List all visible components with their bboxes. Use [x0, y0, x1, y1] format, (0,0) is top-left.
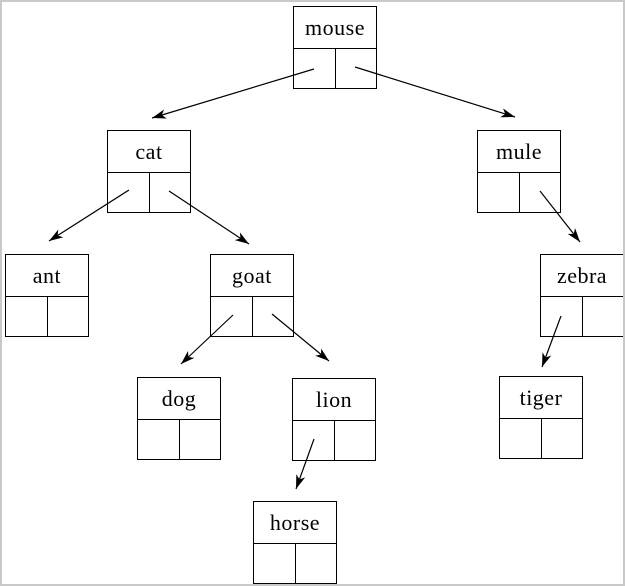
edge-mouse-left-to-cat [151, 68, 315, 119]
node-mouse-left-pointer-cell [294, 49, 336, 89]
node-zebra-right-pointer-cell [583, 297, 624, 337]
node-cat-label: cat [108, 131, 190, 173]
node-zebra-left-pointer-cell [541, 297, 583, 337]
node-mule-left-pointer-cell [478, 173, 520, 213]
node-mule: mule [477, 130, 561, 213]
node-cat-left-pointer-cell [108, 173, 150, 213]
node-mule-label: mule [478, 131, 560, 173]
node-goat: goat [210, 254, 294, 337]
node-ant-left-pointer-cell [6, 297, 48, 337]
node-horse-left-pointer-cell [254, 544, 296, 584]
node-tiger-right-pointer-cell [542, 419, 583, 459]
node-lion-label: lion [293, 379, 375, 421]
node-zebra: zebra [540, 254, 623, 337]
node-dog-left-pointer-cell [138, 420, 180, 460]
node-dog-pointers [138, 420, 220, 460]
node-goat-right-pointer-cell [253, 297, 294, 337]
node-dog-right-pointer-cell [180, 420, 221, 460]
node-horse-pointers [254, 544, 336, 584]
node-tiger: tiger [499, 376, 583, 459]
node-cat-right-pointer-cell [150, 173, 191, 213]
node-zebra-pointers [541, 297, 623, 337]
node-mouse: mouse [293, 6, 377, 89]
node-goat-pointers [211, 297, 293, 337]
node-mouse-right-pointer-cell [336, 49, 377, 89]
node-lion: lion [292, 378, 376, 461]
node-ant-pointers [6, 297, 88, 337]
node-ant: ant [5, 254, 89, 337]
node-horse-right-pointer-cell [296, 544, 337, 584]
node-goat-label: goat [211, 255, 293, 297]
node-ant-label: ant [6, 255, 88, 297]
node-dog-label: dog [138, 378, 220, 420]
node-ant-right-pointer-cell [48, 297, 89, 337]
node-mule-pointers [478, 173, 560, 213]
node-cat-pointers [108, 173, 190, 213]
node-tiger-label: tiger [500, 377, 582, 419]
node-tiger-left-pointer-cell [500, 419, 542, 459]
node-goat-left-pointer-cell [211, 297, 253, 337]
node-zebra-label: zebra [541, 255, 623, 297]
edge-mouse-right-to-mule [354, 66, 516, 118]
node-lion-right-pointer-cell [335, 421, 376, 461]
node-lion-pointers [293, 421, 375, 461]
node-mouse-pointers [294, 49, 376, 89]
node-horse: horse [253, 501, 337, 584]
node-lion-left-pointer-cell [293, 421, 335, 461]
node-cat: cat [107, 130, 191, 213]
node-mouse-label: mouse [294, 7, 376, 49]
node-tiger-pointers [500, 419, 582, 459]
node-horse-label: horse [254, 502, 336, 544]
node-mule-right-pointer-cell [520, 173, 561, 213]
node-dog: dog [137, 377, 221, 460]
